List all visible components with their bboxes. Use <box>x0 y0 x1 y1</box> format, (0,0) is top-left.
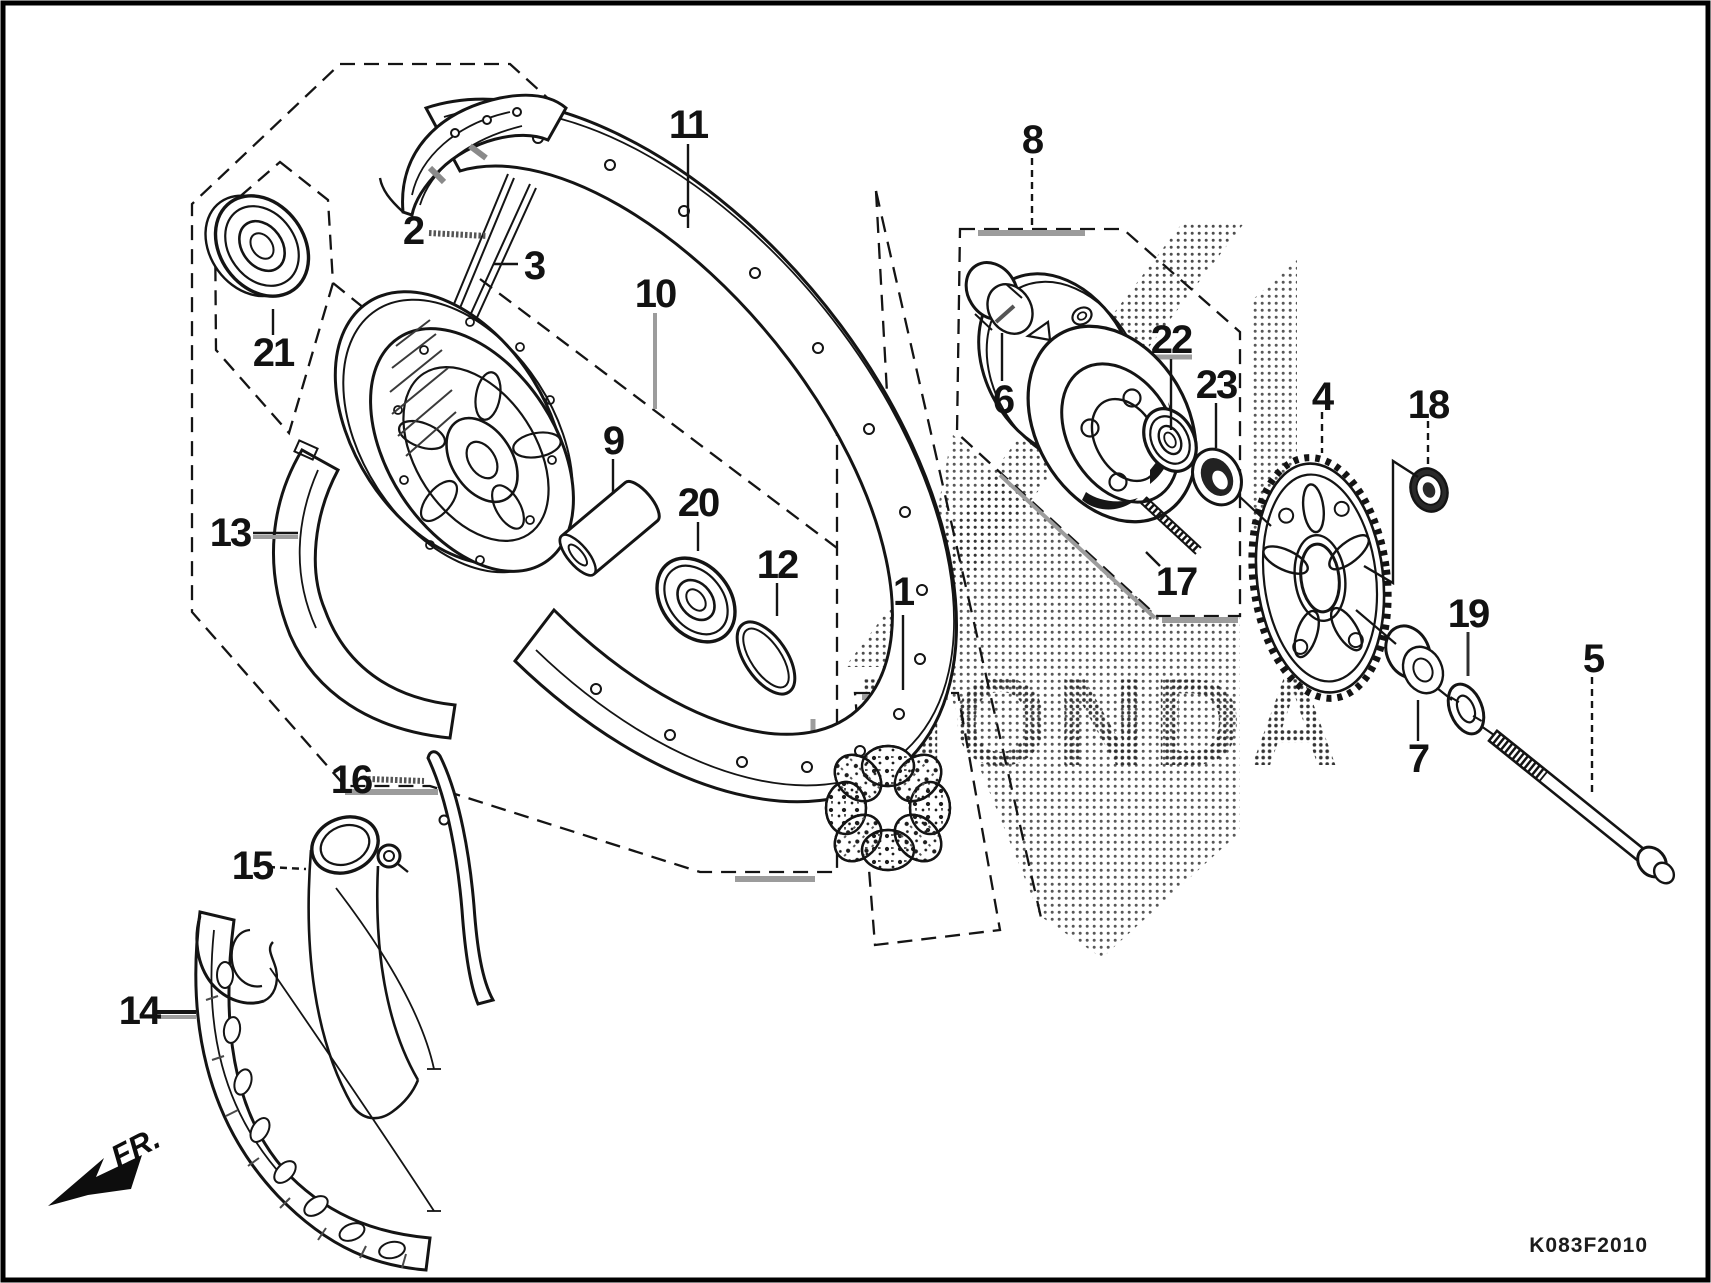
tyre-hatch <box>205 995 407 1269</box>
direction-label: FR. <box>105 1120 165 1174</box>
callout-1: 1 <box>893 570 915 614</box>
callout-3: 3 <box>524 244 545 288</box>
callout-23: 23 <box>1196 363 1237 407</box>
nut-18 <box>1409 467 1449 513</box>
callout-15: 15 <box>232 844 274 888</box>
bearing-20 <box>655 556 737 644</box>
part-code: K083F2010 <box>1529 1234 1648 1257</box>
spacer-7 <box>1384 624 1445 695</box>
inner-tube-15 <box>307 815 420 1120</box>
sprocket-slots <box>1262 483 1370 659</box>
rim-flap-16 <box>426 750 496 1006</box>
bearing-22 <box>1142 407 1198 473</box>
leader-lines <box>156 144 1594 1019</box>
ghost-arcs <box>269 887 441 1212</box>
wedge-line-right <box>874 190 1044 923</box>
adjuster-cap-6 <box>964 261 1034 335</box>
wheel-hub <box>333 290 575 574</box>
washer-19 <box>1446 682 1486 736</box>
callout-12: 12 <box>757 543 798 587</box>
callout-17: 17 <box>1156 560 1197 604</box>
callout-11: 11 <box>669 103 709 147</box>
callout-8: 8 <box>1022 118 1044 162</box>
callout-22: 22 <box>1151 318 1192 362</box>
rim-segment-top <box>378 93 568 217</box>
hub-flange-holes <box>393 317 557 565</box>
callout-5: 5 <box>1583 637 1605 681</box>
callout-4: 4 <box>1312 375 1335 419</box>
callout-2: 2 <box>403 209 424 253</box>
bearing-21-box <box>213 160 335 436</box>
bearing-21 <box>204 194 311 298</box>
callout-14: 14 <box>119 989 162 1033</box>
collar-9 <box>558 479 661 577</box>
stud-bolt-17 <box>1139 496 1202 555</box>
callout-10: 10 <box>635 272 676 316</box>
nut-18-bracket <box>1363 458 1419 586</box>
tyre-14 <box>194 910 432 1272</box>
seal-23 <box>1191 447 1243 507</box>
callout-9: 9 <box>603 419 624 463</box>
callout-6: 6 <box>993 378 1014 422</box>
sprocket-bolt-holes <box>1278 500 1364 655</box>
callout-20: 20 <box>678 481 719 525</box>
tyre-14-holes <box>216 961 406 1260</box>
callout-16: 16 <box>331 758 372 802</box>
axis-alignment-lines <box>1239 496 1495 736</box>
oring-12 <box>735 620 797 696</box>
callout-21: 21 <box>253 331 295 375</box>
callout-13: 13 <box>210 511 251 555</box>
callout-19: 19 <box>1448 592 1489 636</box>
callout-7: 7 <box>1408 737 1429 781</box>
rim-divider-line <box>479 278 838 549</box>
hub-group-box <box>955 227 1242 618</box>
sprocket-4 <box>1248 454 1392 702</box>
axle-5 <box>1487 728 1676 885</box>
fr-direction-arrow: FR. <box>48 1120 166 1206</box>
rim-strip-13 <box>271 439 457 740</box>
damper-set-1 <box>824 744 952 872</box>
callout-18: 18 <box>1408 383 1450 427</box>
hub-hatching <box>389 319 457 457</box>
